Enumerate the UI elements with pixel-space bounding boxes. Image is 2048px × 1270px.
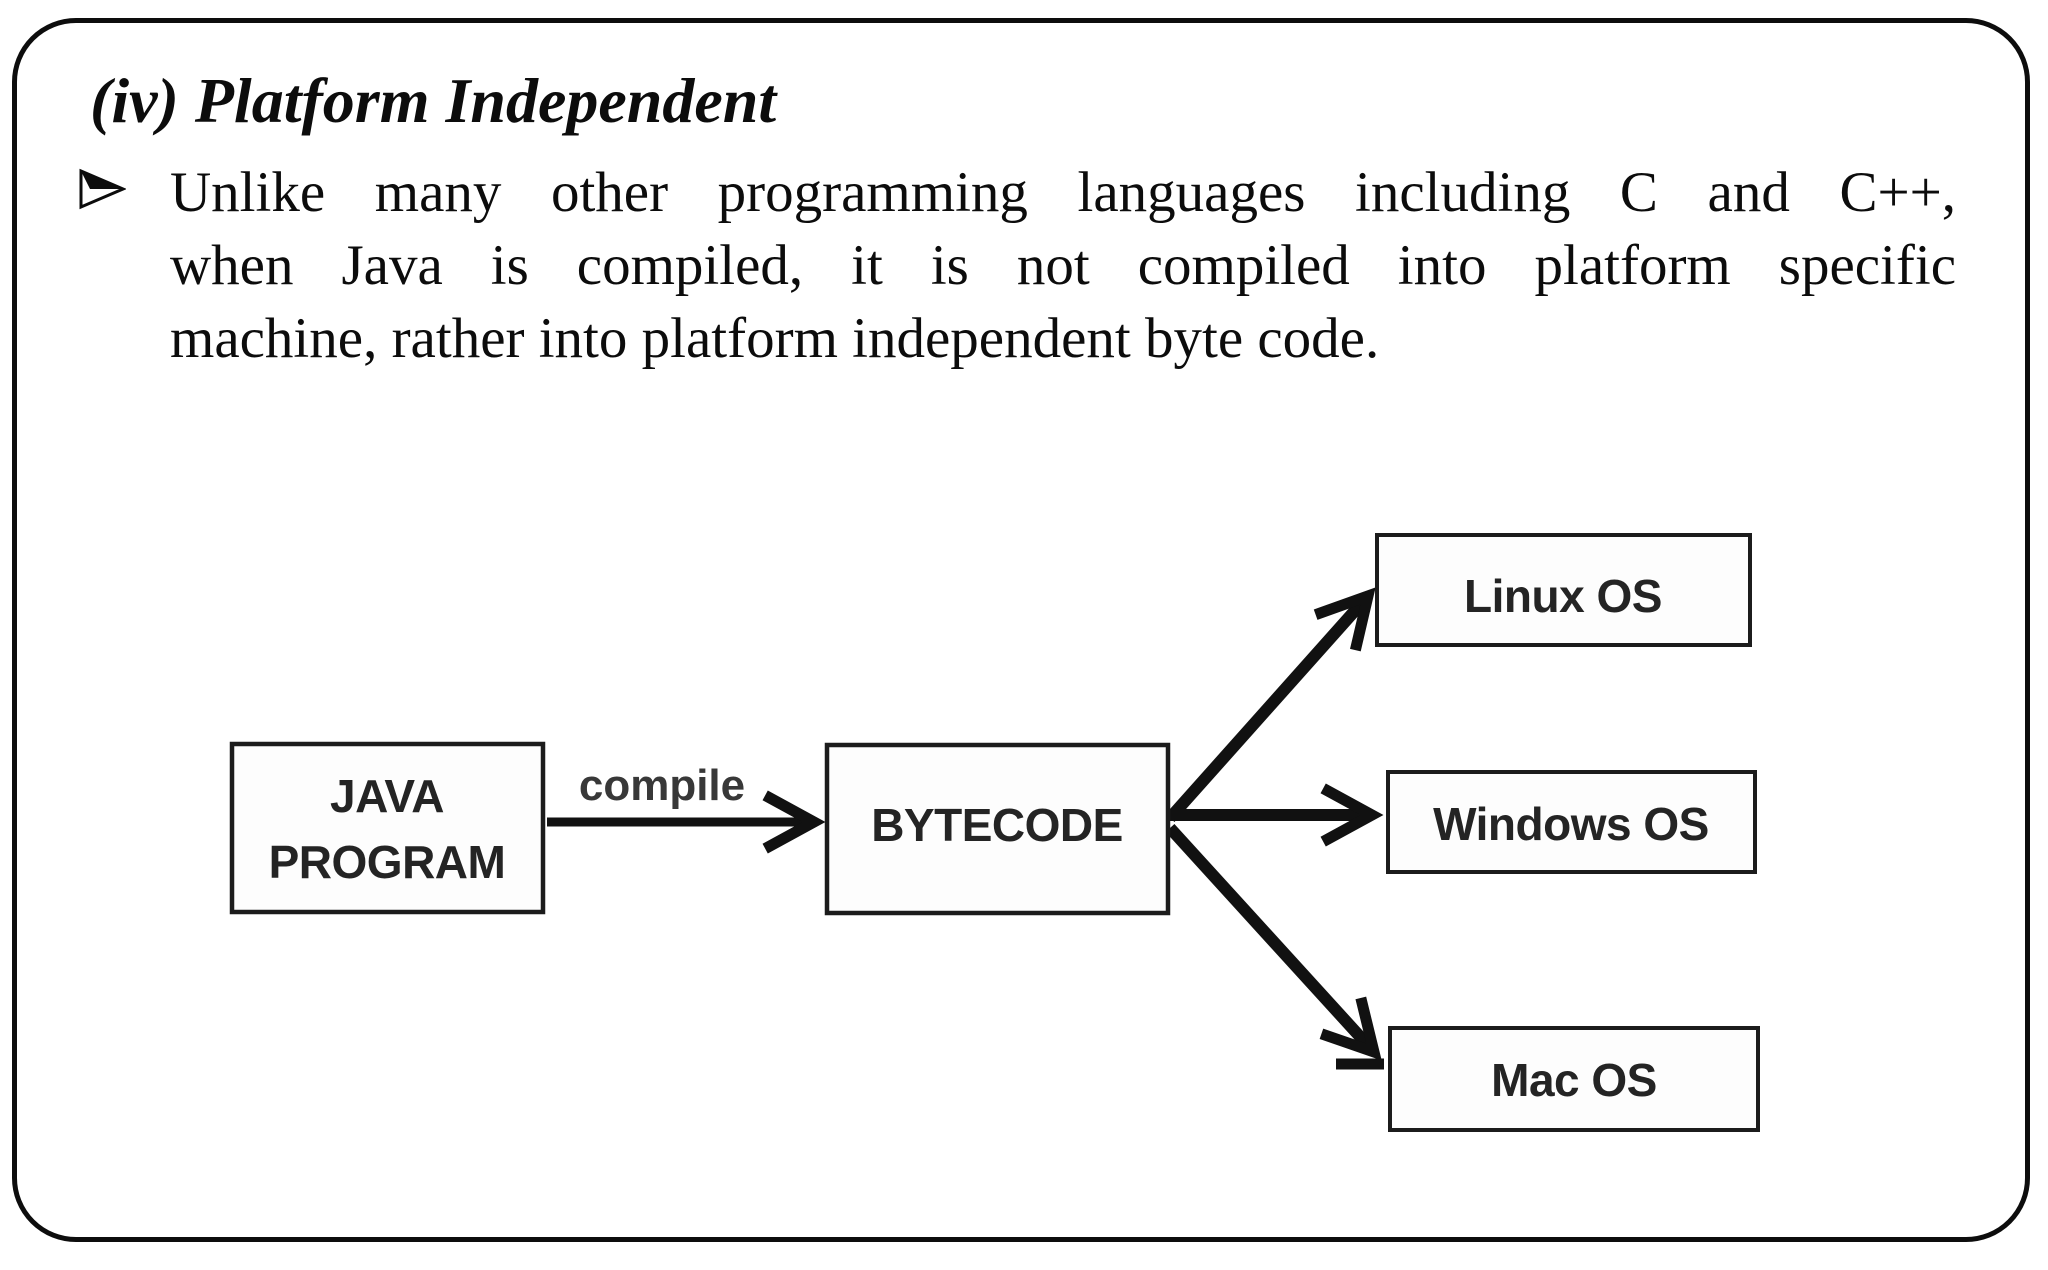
java-program-label-line1: JAVA — [330, 770, 444, 822]
java-program-label-line2: PROGRAM — [269, 836, 506, 888]
java-program-box — [229, 741, 546, 915]
mac-os-label: Mac OS — [1491, 1054, 1657, 1106]
slide-border — [12, 18, 2030, 1242]
right-arrowhead-bullet-icon — [78, 168, 127, 210]
bytecode-to-mac-arrow — [1165, 823, 1382, 1061]
windows-os-label: Windows OS — [1433, 798, 1709, 850]
paragraph-line-3: machine, rather into platform independen… — [170, 307, 1380, 370]
linux-os-box — [1375, 533, 1752, 647]
bytecode-to-linux-arrow — [1165, 587, 1376, 822]
compile-arrow-label: compile — [579, 761, 745, 810]
paragraph-line-2: when Java is compiled, it is not compile… — [170, 234, 1956, 297]
mac-os-box — [1388, 1026, 1760, 1132]
windows-os-box — [1386, 770, 1757, 874]
right-arrowhead-bullet-icon-svg — [79, 168, 127, 210]
paragraph-line-1: Unlike many other programming languages … — [170, 161, 1956, 224]
linux-os-label: Linux OS — [1464, 570, 1662, 622]
bytecode-label: BYTECODE — [871, 799, 1123, 851]
bullet-shading — [81, 171, 123, 189]
paragraph: Unlike many other programming languages … — [170, 156, 1956, 375]
bytecode-box — [824, 742, 1171, 916]
page-title: (iv) Platform Independent — [90, 65, 777, 136]
